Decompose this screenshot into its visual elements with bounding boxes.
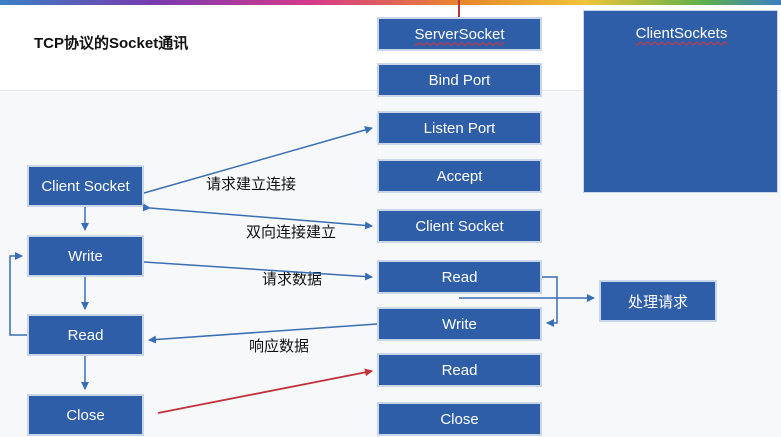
- client-socket-box: Client Socket: [27, 165, 144, 207]
- connect-request-label: 请求建立连接: [206, 176, 297, 193]
- client-read-loop-arrow: [9, 252, 27, 336]
- client-read-box: Read: [27, 314, 144, 356]
- accept-label: Accept: [436, 167, 483, 185]
- top-accent-bar: [0, 0, 781, 5]
- process-request-label: 处理请求: [627, 293, 688, 311]
- request-data-arrow: [143, 261, 373, 281]
- bind-port-box: Bind Port: [377, 63, 542, 97]
- server-client-socket-label: Client Socket: [415, 217, 504, 235]
- bind-port-label: Bind Port: [428, 71, 491, 89]
- server-read-label: Read: [441, 268, 478, 286]
- slide-title: TCP协议的Socket通讯: [34, 35, 189, 52]
- process-request-box: 处理请求: [599, 280, 717, 322]
- server-close-label: Close: [440, 410, 479, 428]
- server-socket-box: ServerSocket: [377, 17, 542, 51]
- client-close-box: Close: [27, 394, 144, 436]
- client-close-label: Close: [66, 406, 105, 424]
- accept-box: Accept: [377, 159, 542, 193]
- server-write-label: Write: [442, 315, 477, 333]
- server-read-2-box: Read: [377, 353, 542, 387]
- server-write-box: Write: [377, 307, 542, 341]
- bidirectional-arrow: [142, 203, 373, 230]
- client-write-box: Write: [27, 235, 144, 277]
- response-data-label: 响应数据: [249, 338, 310, 355]
- server-close-box: Close: [377, 402, 542, 436]
- server-read-2-label: Read: [441, 361, 478, 379]
- listen-port-box: Listen Port: [377, 111, 542, 145]
- server-client-socket-box: Client Socket: [377, 209, 542, 243]
- request-data-label: 请求数据: [262, 271, 323, 288]
- server-read-box: Read: [377, 260, 542, 294]
- client-sockets-panel: ClientSockets: [583, 10, 778, 193]
- read-to-write-bracket-arrow: [542, 276, 558, 327]
- close-red-arrow: [157, 368, 373, 414]
- client-read-label: Read: [67, 326, 104, 344]
- client-sockets-label: ClientSockets: [635, 25, 728, 42]
- connect-request-arrow: [143, 126, 373, 194]
- client-socket-label: Client Socket: [41, 177, 130, 195]
- listen-port-label: Listen Port: [423, 119, 496, 137]
- client-write-label: Write: [68, 247, 103, 265]
- server-socket-label: ServerSocket: [414, 25, 505, 43]
- response-data-arrow: [148, 323, 378, 344]
